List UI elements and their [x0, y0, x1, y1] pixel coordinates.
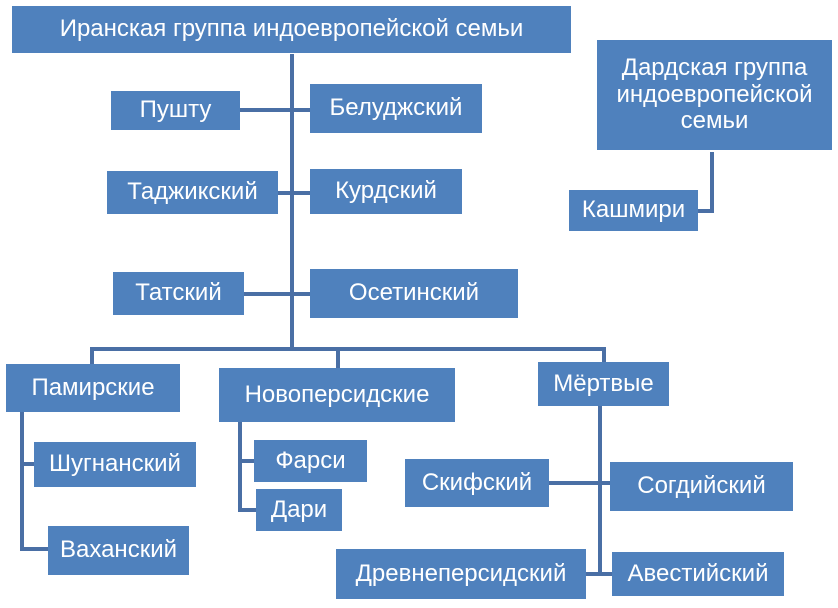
dead-label: Мёртвые — [553, 369, 654, 397]
iranian-group-node: Иранская группа индоевропейской семьи — [12, 6, 571, 53]
kashmiri-label: Кашмири — [581, 196, 686, 224]
dardic-group-node: Дардская группа индоевропейской семьи — [597, 40, 832, 150]
pamir-label: Памирские — [31, 373, 155, 401]
kurdish-node: Курдский — [310, 169, 462, 214]
pashto-node: Пушту — [111, 91, 240, 130]
iranian-group-label: Иранская группа индоевропейской семьи — [59, 15, 524, 43]
pashto-label: Пушту — [139, 96, 212, 124]
new-persian-node: Новоперсидские — [219, 368, 455, 422]
ossetian-node: Осетинский — [310, 269, 518, 318]
baluchi-node: Белуджский — [310, 84, 482, 133]
tajik-node: Таджикский — [107, 171, 278, 214]
dardic-group-label: Дардская группа индоевропейской семьи — [616, 53, 813, 135]
wakhi-node: Ваханский — [48, 526, 189, 575]
dari-node: Дари — [256, 489, 342, 531]
tat-label: Татский — [135, 279, 222, 307]
sogdian-label: Согдийский — [637, 472, 766, 500]
dardic-connector — [698, 152, 714, 213]
shughni-node: Шугнанский — [34, 442, 196, 487]
avestan-label: Авестийский — [627, 559, 769, 587]
scythian-label: Скифский — [421, 468, 533, 496]
pamir-node: Памирские — [6, 364, 180, 412]
pamir-children-line — [20, 412, 48, 551]
old-persian-node: Древнеперсидский — [336, 549, 586, 599]
wakhi-label: Ваханский — [60, 536, 177, 564]
dari-label: Дари — [270, 495, 328, 523]
baluchi-label: Белуджский — [329, 94, 463, 122]
dead-children-line — [586, 406, 602, 576]
scythian-node: Скифский — [405, 459, 549, 507]
shughni-label: Шугнанский — [49, 450, 181, 478]
dead-node: Мёртвые — [538, 362, 669, 406]
tat-node: Татский — [113, 272, 244, 315]
new-persian-children-line — [238, 422, 256, 512]
kashmiri-node: Кашмири — [569, 190, 698, 231]
avestan-node: Авестийский — [612, 552, 784, 596]
farsi-node: Фарси — [254, 440, 367, 482]
old-persian-label: Древнеперсидский — [355, 559, 567, 587]
tajik-label: Таджикский — [127, 178, 258, 206]
sogdian-node: Согдийский — [610, 462, 793, 511]
new-persian-label: Новоперсидские — [244, 380, 430, 408]
kurdish-label: Курдский — [335, 177, 437, 205]
ossetian-label: Осетинский — [348, 279, 480, 307]
farsi-label: Фарси — [275, 446, 346, 474]
